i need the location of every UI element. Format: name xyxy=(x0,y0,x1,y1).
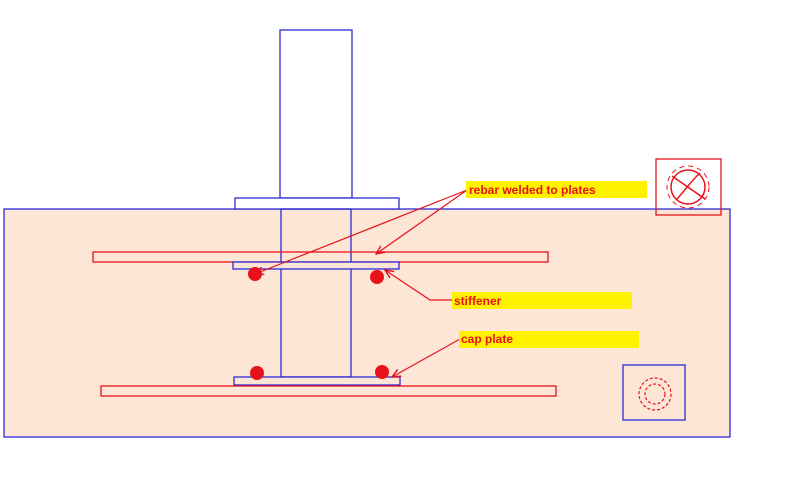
leader-rebar-1 xyxy=(255,189,468,274)
stiffener-plate xyxy=(232,261,400,270)
leader-cap-plate xyxy=(392,338,461,377)
leader-stiffener xyxy=(385,270,453,301)
label-rebar: rebar welded to plates xyxy=(466,181,647,198)
label-cap-plate-text: cap plate xyxy=(461,332,513,346)
rebar-dot xyxy=(250,366,264,380)
crossed-circle-section-icon xyxy=(655,158,722,216)
label-stiffener-text: stiffener xyxy=(454,294,502,308)
concrete-footing xyxy=(3,208,731,438)
label-stiffener: stiffener xyxy=(452,292,632,309)
label-cap-plate: cap plate xyxy=(459,331,639,348)
column-upper xyxy=(279,29,353,199)
rebar-lower xyxy=(100,385,557,397)
rebar-dot xyxy=(375,365,389,379)
leader-rebar-2 xyxy=(376,189,468,254)
label-rebar-text: rebar welded to plates xyxy=(469,183,596,197)
base-plate xyxy=(234,197,400,210)
rebar-dot xyxy=(370,270,384,284)
dashed-circle-icon xyxy=(622,364,686,421)
cap-plate xyxy=(233,376,401,386)
